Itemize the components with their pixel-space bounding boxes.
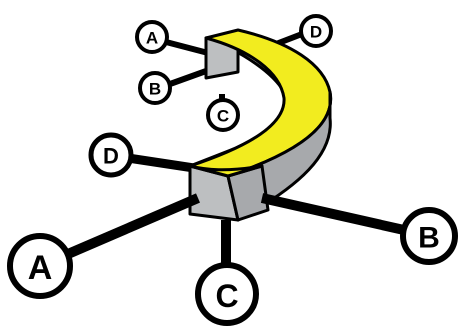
large-callout-a-label: A	[28, 249, 53, 287]
large-leader-d	[127, 153, 195, 173]
small-callout-d: D	[299, 14, 333, 48]
large-callout-d-label: D	[103, 144, 119, 169]
large-callout-a: A	[7, 233, 73, 299]
large-leader-b	[260, 193, 406, 235]
curved-block	[188, 28, 333, 222]
small-callout-b: B	[138, 71, 172, 105]
small-callout-c: C	[206, 98, 240, 132]
large-axis-leaders	[66, 193, 406, 264]
small-callouts: A B C D	[135, 14, 333, 132]
small-callout-c-label: C	[217, 107, 229, 126]
large-callout-c: C	[195, 262, 259, 326]
small-callout-a: A	[135, 20, 169, 54]
small-leader-a	[165, 39, 213, 57]
small-callout-a-label: A	[146, 29, 158, 48]
large-callout-b-label: B	[418, 222, 440, 255]
large-callout-b: B	[400, 207, 458, 265]
block-top-face-front-edge	[188, 164, 264, 178]
small-callout-b-label: B	[149, 80, 161, 99]
large-leader-a	[66, 193, 200, 259]
large-callout-d: D	[88, 132, 134, 178]
small-callout-d-label: D	[310, 23, 322, 42]
large-callout-c-label: C	[215, 278, 238, 314]
large-callouts: D A B C	[7, 132, 458, 326]
